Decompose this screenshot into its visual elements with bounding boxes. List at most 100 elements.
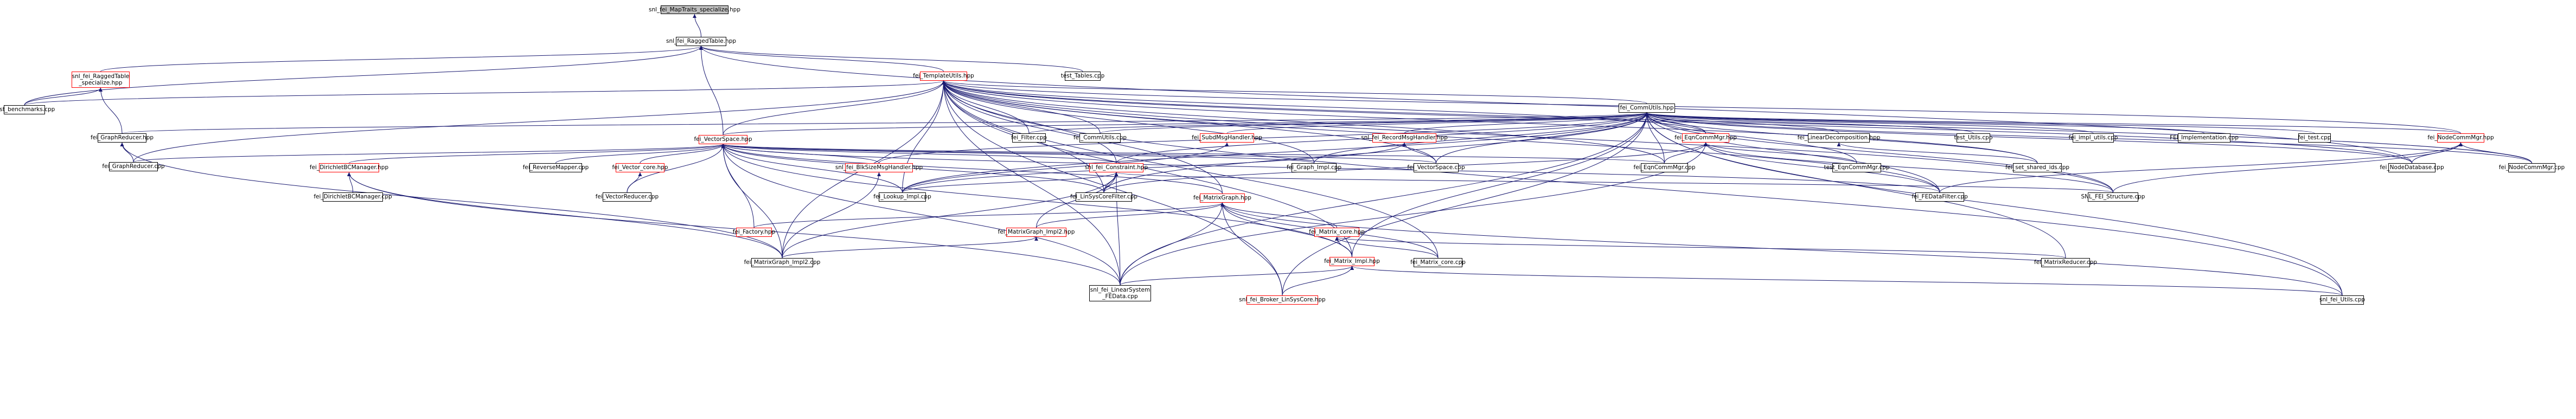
node-fei-graph-impl-cpp[interactable]: fei_Graph_Impl.cpp: [1287, 163, 1341, 172]
node-test-utils-cpp[interactable]: test_Utils.cpp: [1954, 133, 1992, 143]
node-snl-fei-blksizemsghandler-hpp[interactable]: snl_fei_BlkSizeMsgHandler.hpp: [835, 163, 923, 172]
node-fei-vector-core-hpp[interactable]: fei_Vector_core.hpp: [612, 163, 668, 172]
node-fei-commutils-hpp[interactable]: fei_CommUtils.hpp: [1619, 104, 1675, 113]
edge-n09-n45: [721, 144, 1352, 257]
edge-n45-n49: [1282, 266, 1354, 296]
edge-n45-n48: [1120, 266, 1354, 286]
edge-n04-n31: [942, 80, 2532, 164]
edge-n04-n07: [942, 80, 1647, 104]
node-fei-eqncommmgr-hpp[interactable]: fei_EqnCommMgr.hpp: [1674, 133, 1737, 143]
edge-n03-n06: [24, 87, 103, 106]
edge-n42-n44: [782, 236, 1038, 259]
node-fei-matrix-core-hpp[interactable]: fei_Matrix_core.hpp: [1309, 228, 1365, 237]
edge-n09-n44: [721, 144, 783, 259]
node-fei-subdmsghandler-hpp[interactable]: fei_SubdMsgHandler.hpp: [1192, 133, 1262, 143]
edge-n04-n50: [942, 80, 2343, 296]
node-fei-nodecommmgr-hpp[interactable]: fei_NodeCommMgr.hpp: [2427, 133, 2494, 143]
edge-n04-n21: [133, 80, 945, 163]
edge-n07-n32: [879, 112, 1649, 164]
edge-n04-n25: [942, 80, 1314, 164]
node-snl-fei-recordmsghandler-hpp[interactable]: snl_fei_RecordMsgHandler.hpp: [1361, 133, 1448, 143]
node-fei-vectorspace-hpp[interactable]: fei_VectorSpace.hpp: [694, 135, 752, 144]
edge-n09-n33: [721, 144, 1117, 164]
edge-n33-n48: [1114, 172, 1121, 286]
edge-n23-n35: [627, 172, 642, 193]
edge-n04-n06: [24, 80, 945, 106]
node-fei-matrixreducer-cpp[interactable]: fei_MatrixReducer.cpp: [2034, 258, 2097, 267]
node-fei-commutils-cpp[interactable]: fei_CommUtils.cpp: [1073, 133, 1127, 143]
node-fei-reversemapper-cpp[interactable]: fei_ReverseMapper.cpp: [523, 163, 589, 172]
node-snl-fei-structure-cpp[interactable]: SNL_FEI_Structure.cpp: [2081, 192, 2145, 202]
edge-n20-n31: [2459, 142, 2532, 164]
node-snl-fei-raggedtable-specialize-hpp[interactable]: snl_fei_RaggedTable _specialize.hpp: [72, 72, 130, 88]
node-fei-lineardecomposition-hpp[interactable]: fei_LinearDecomposition.hpp: [1798, 133, 1880, 143]
edge-n09-n27: [721, 144, 1665, 164]
node-fei-factory-hpp[interactable]: fei_Factory.hpp: [733, 228, 775, 237]
node-fei-graphreducer-cpp[interactable]: fei_GraphReducer.cpp: [102, 162, 165, 171]
node-test-benchmarks-cpp[interactable]: test_benchmarks.cpp: [0, 105, 55, 114]
node-snl-fei-linearsystem-fedata-cpp[interactable]: snl_fei_LinearSystem _FEData.cpp: [1089, 285, 1151, 301]
edge-n07-n50: [1645, 112, 2343, 296]
node-fei-matrix-impl-hpp[interactable]: fei_Matrix_Impl.hpp: [1324, 257, 1380, 266]
node-fei-dirichletbcmanager-cpp[interactable]: fei_DirichletBCManager.cpp: [314, 192, 392, 202]
edge-n04-n30: [942, 80, 2412, 164]
edge-n07-n13: [1404, 112, 1649, 134]
node-fei-dirichletbcmanager-hpp[interactable]: fei_DirichletBCManager.hpp: [310, 163, 388, 172]
node-fei-set-shared-ids-cpp[interactable]: fei_set_shared_ids.cpp: [2005, 163, 2069, 172]
node-fei-filter-cpp[interactable]: fei_Filter.cpp: [1011, 133, 1047, 143]
node-snl-fei-broker-linsyscore-hpp[interactable]: snl_fei_Broker_LinSysCore.hpp: [1239, 295, 1326, 305]
node-fei-matrixgraph-hpp[interactable]: fei_MatrixGraph.hpp: [1193, 194, 1251, 203]
node-fei-templateutils-hpp[interactable]: fei_TemplateUtils.hpp: [913, 72, 974, 81]
edge-n43-n46: [1335, 236, 1439, 259]
edge-n07-n39: [1645, 112, 1940, 193]
node-test-eqncommmgr-cpp[interactable]: test_EqnCommMgr.cpp: [1824, 163, 1890, 172]
node-fei-matrix-core-cpp[interactable]: fei_Matrix_core.cpp: [1410, 258, 1466, 267]
edge-n09-n21: [133, 144, 725, 163]
node-fei-vectorreducer-cpp[interactable]: fei_VectorReducer.cpp: [596, 192, 659, 202]
edge-n04-n11: [942, 80, 1101, 134]
edge-n07-n27: [1645, 112, 1665, 164]
edge-n04-n48: [942, 80, 1121, 286]
edge-n14-n39: [1704, 142, 1940, 193]
edge-n09-n25: [721, 144, 1314, 164]
node-test-tables-cpp[interactable]: test_Tables.cpp: [1061, 72, 1104, 81]
node-fei-test-cpp[interactable]: fei_test.cpp: [2298, 133, 2331, 143]
edge-n07-n37: [1103, 112, 1649, 193]
edge-n43-n47: [1335, 236, 2066, 259]
node-fei-matrixgraph-impl2-cpp[interactable]: fei_MatrixGraph_Impl2.cpp: [744, 258, 820, 267]
node-snl-fei-constraint-hpp[interactable]: snl_fei_Constraint.hpp: [1085, 163, 1148, 172]
edge-n07-n17: [1645, 112, 2094, 134]
node-fei-impl-utils-cpp[interactable]: fei_impl_utils.cpp: [2069, 133, 2118, 143]
edge-n07-n30: [1645, 112, 2412, 164]
node-snl-fei-utils-cpp[interactable]: snl_fei_Utils.cpp: [2319, 295, 2365, 305]
edge-n02-n09: [699, 46, 724, 136]
node-snl-fei-raggedtable-hpp[interactable]: snl_fei_RaggedTable.hpp: [666, 37, 736, 46]
edge-n07-n45: [1352, 112, 1649, 257]
edge-n15-n29: [1837, 142, 2038, 164]
edge-n01-n02: [693, 14, 701, 37]
edge-n02-n04: [699, 46, 944, 72]
edge-n45-n50: [1350, 266, 2343, 296]
node-fei-implementation-cpp[interactable]: FEI_Implementation.cpp: [2170, 133, 2239, 143]
edge-n33-n36: [902, 172, 1118, 193]
node-fei-fedatafilter-cpp[interactable]: fei_FEDataFilter.cpp: [1912, 192, 1968, 202]
edge-n20-n40: [2113, 142, 2463, 193]
node-fei-matrixgraph-impl2-hpp[interactable]: fei_MatrixGraph_Impl2.hpp: [998, 228, 1075, 237]
node-fei-lookup-impl-cpp[interactable]: fei_Lookup_Impl.cpp: [873, 192, 931, 202]
node-fei-eqncommmgr-cpp[interactable]: fei_EqnCommMgr.cpp: [1634, 163, 1696, 172]
node-fei-nodecommmgr-cpp[interactable]: fei_NodeCommMgr.cpp: [2499, 163, 2565, 172]
edge-n02-n03: [100, 46, 703, 72]
edge-n32-n44: [782, 172, 881, 259]
edge-n07-n36: [902, 112, 1649, 193]
node-fei-graphreducer-hpp[interactable]: fei_GraphReducer.hpp: [91, 133, 154, 143]
node-fei-vectorspace-cpp[interactable]: fei_VectorSpace.cpp: [1407, 163, 1465, 172]
edge-n09-n24: [349, 144, 725, 164]
edge-n38-n50: [1220, 202, 2343, 296]
edge-n07-n40: [1645, 112, 2113, 193]
node-fei-nodedatabase-cpp[interactable]: fei_NodeDatabase.cpp: [2380, 163, 2444, 172]
edge-n04-n29: [942, 80, 2038, 164]
edge-n07-n25: [1314, 112, 1649, 164]
edge-n38-n49: [1220, 202, 1283, 296]
node-fei-linsyscorefilter-cpp[interactable]: fei_LinSysCoreFilter.cpp: [1070, 192, 1137, 202]
